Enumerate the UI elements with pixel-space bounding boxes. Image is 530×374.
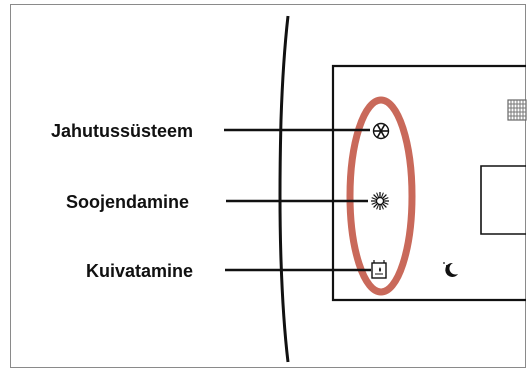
device-edge-curve <box>278 15 290 363</box>
label-cooling: Jahutussüsteem <box>51 121 194 141</box>
label-drying: Kuivatamine <box>86 261 194 281</box>
sun-icon <box>371 192 389 210</box>
display-panel <box>331 64 526 302</box>
figure-frame <box>10 4 526 368</box>
sleep-moon-icon <box>443 262 458 277</box>
display-window <box>480 165 526 235</box>
label-heating: Soojendamine <box>66 192 190 212</box>
highlight-ellipse <box>346 96 416 296</box>
grid-icon <box>507 99 527 121</box>
snowflake-icon <box>372 122 390 140</box>
drip-box-icon <box>371 260 387 279</box>
